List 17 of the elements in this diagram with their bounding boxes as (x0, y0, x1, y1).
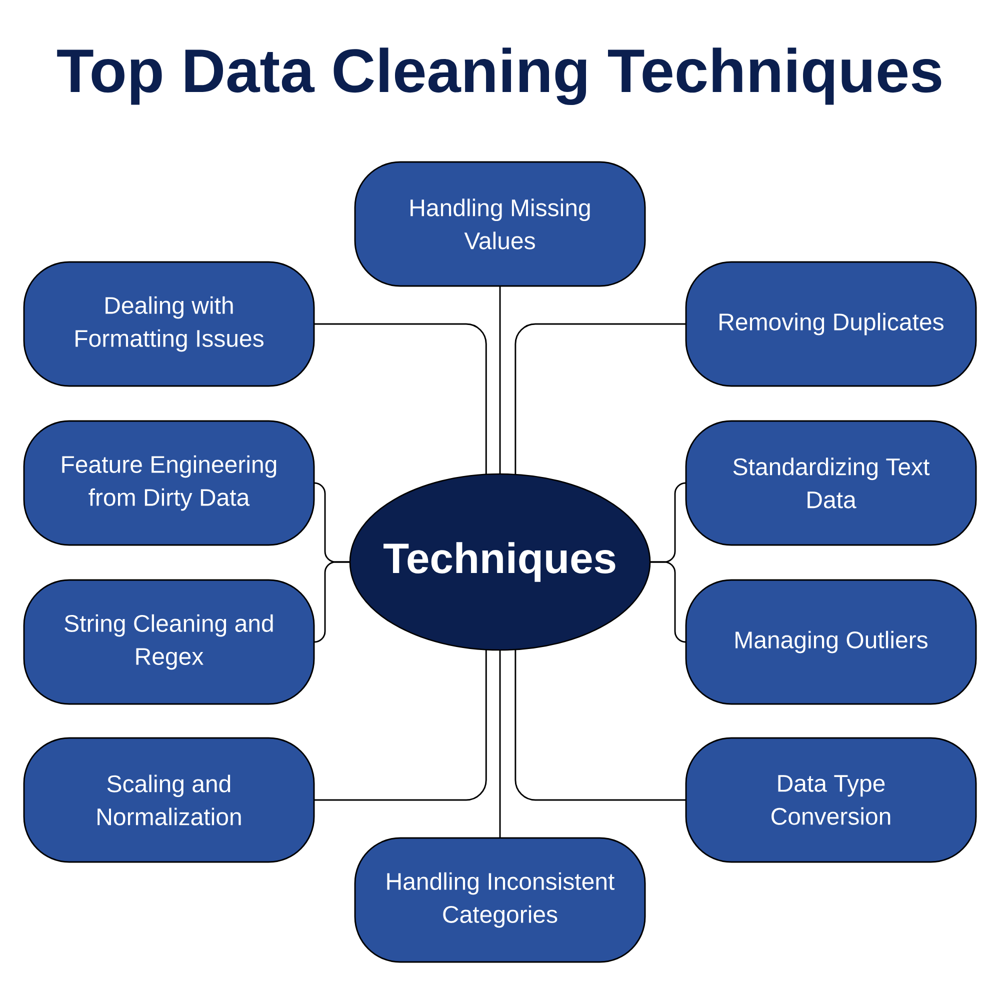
rounded-box: Managing Outliers (685, 579, 977, 705)
connector-line (499, 286, 501, 474)
title: Top Data Cleaning Techniques (57, 48, 942, 105)
rounded-box: Standardizing Text Data (685, 420, 977, 546)
rounded-box: Handling Inconsistent Categories (354, 837, 646, 963)
rounded-box: Scaling and Normalization (23, 737, 315, 863)
rounded-box: Handling Missing Values (354, 161, 646, 287)
rounded-box: Removing Duplicates (685, 261, 977, 387)
rounded-box: Feature Engineering from Dirty Data (23, 420, 315, 546)
rounded-box: String Cleaning and Regex (23, 579, 315, 705)
rounded-box: Data Type Conversion (685, 737, 977, 863)
rounded-box: Dealing with Formatting Issues (23, 261, 315, 387)
connector-line (314, 323, 487, 474)
connector-line (499, 650, 501, 838)
connector-line (314, 650, 487, 801)
connector-line (514, 650, 686, 801)
connector-line (514, 323, 686, 474)
